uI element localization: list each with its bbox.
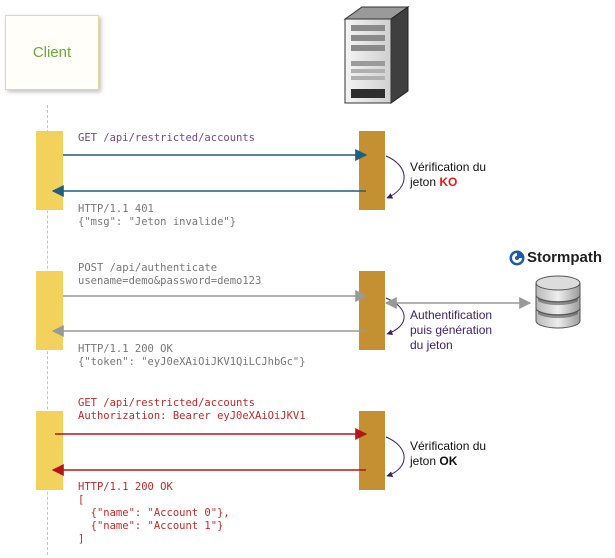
processing-note: Vérification du jeton OK [410, 439, 487, 468]
stormpath-logo-icon [509, 250, 525, 266]
processing-loop-arrow [385, 155, 405, 199]
request-text: GET /api/restricted/accounts Authorizati… [78, 397, 306, 422]
response-text: HTTP/1.1 200 OK {"token": "eyJ0eXAiOiJKV… [78, 343, 306, 368]
client-activation-bar [36, 411, 63, 490]
client-label: Client [32, 44, 72, 61]
client-participant: Client [5, 15, 99, 90]
database-icon [535, 275, 581, 329]
response-text: HTTP/1.1 401 {"msg": "Jeton invalide"} [78, 203, 237, 228]
server-activation-bar [359, 271, 385, 350]
server-activation-bar [359, 131, 385, 210]
processing-note: Authentification puis génération du jeto… [410, 308, 493, 352]
request-text: POST /api/authenticate usename=demo&pass… [78, 262, 262, 287]
processing-loop-arrow [385, 436, 405, 478]
request-text: GET /api/restricted/accounts [78, 132, 256, 144]
response-text: HTTP/1.1 200 OK [ {"name": "Account 0"},… [78, 481, 230, 545]
server-activation-bar [359, 411, 385, 490]
status-keyword: KO [439, 175, 458, 189]
status-keyword: OK [439, 454, 458, 468]
server-icon [343, 6, 410, 104]
processing-note: Vérification du jeton KO [410, 160, 487, 189]
stormpath-brand: Stormpath [527, 249, 602, 266]
